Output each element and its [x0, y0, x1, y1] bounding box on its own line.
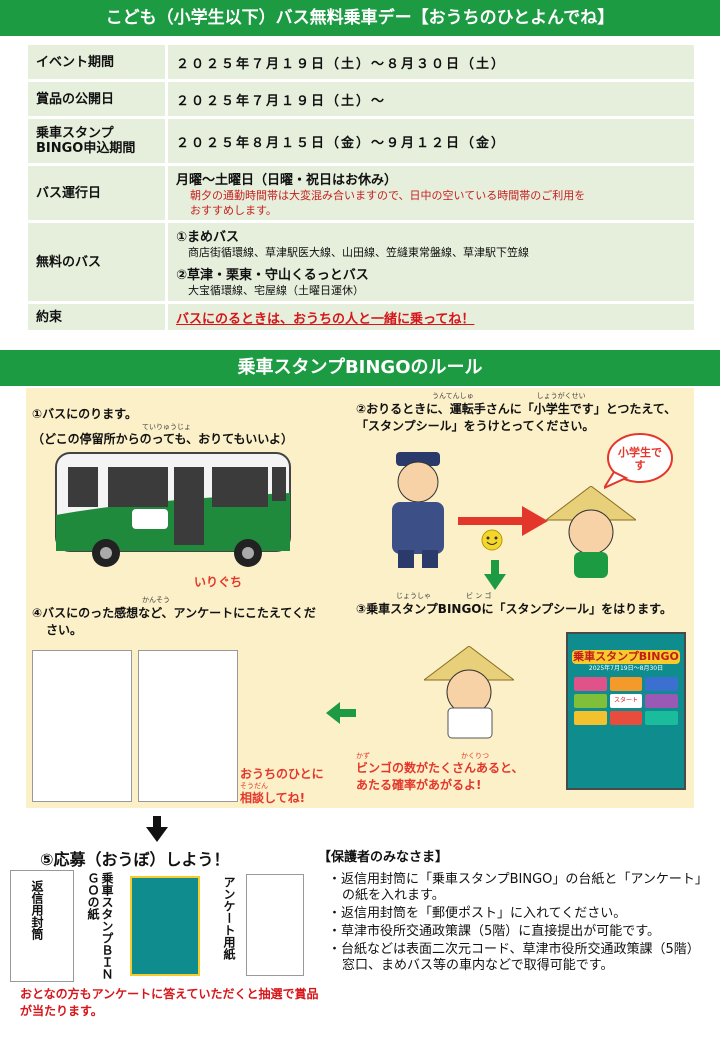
- step-1: ①バスにのります。 ていりゅうじょ （どこの停留所からのっても、おりてもいいよ）: [32, 407, 294, 446]
- free-bus-1-title: ①まめバス: [176, 230, 240, 245]
- child-mascot: [546, 486, 636, 578]
- table-row: 無料のバス ①まめバス 商店街循環線、草津駅医大線、山田線、笠縫東常盤線、草津駅…: [28, 223, 694, 301]
- step-3: じょうしゃ ビ ン ゴ ③乗車スタンプBINGOに「スタンプシール」をはります。: [356, 592, 672, 616]
- value-event: ２０２５年７月１９日（土）～８月３０日（土）: [176, 56, 507, 72]
- table-row: 約束 バスにのるときは、おうちの人と一緒に乗ってね！: [28, 304, 694, 330]
- table-row: バス運行日 月曜～土曜日（日曜・祝日はお休み） 朝夕の通勤時間帯は大変混み合いま…: [28, 166, 694, 220]
- bingo-card-date: 2025年7月19日～8月30日: [588, 665, 664, 672]
- bingo-start: スタート: [609, 694, 643, 708]
- smiley-icon: [481, 529, 503, 551]
- child-mascot: [424, 646, 514, 739]
- value-promise: バスにのるときは、おうちの人と一緒に乗ってね！: [176, 311, 475, 327]
- bingo-card-title: 乗車スタンプBINGO: [572, 650, 680, 664]
- bingo-sheet-label: 乗車スタンプＢＩＮＧＯの紙: [86, 872, 114, 980]
- bubble-text: 小学生です: [618, 446, 662, 472]
- envelope-label: 返信用封筒: [30, 880, 44, 940]
- arrow-right-icon: [458, 506, 548, 536]
- envelope-image: [10, 870, 74, 982]
- apply-title: ⑤応募（おうぼ）しよう！: [40, 850, 230, 869]
- adult-note: おとなの方もアンケートに答えていただくと抽選で賞品が当たります。: [20, 987, 319, 1018]
- bus-illustration: [55, 452, 291, 567]
- speech-bubble: [604, 433, 673, 490]
- bingo-caption: かず かくりつ ビンゴの数がたくさんあると、 あたる確率があがるよ!: [356, 752, 524, 792]
- label-free-bus: 無料のバス: [28, 223, 168, 301]
- step-2: うんてんしゅ しょうがくせい ②おりるときに、運転手さんに「小学生です」とつたえ…: [356, 392, 677, 433]
- info-table: イベント期間 ２０２５年７月１９日（土）～８月３０日（土） 賞品の公開日 ２０２…: [28, 42, 694, 333]
- survey-sheet-image: [138, 650, 238, 802]
- label-event: イベント期間: [28, 45, 168, 79]
- value-bus-day: 月曜～土曜日（日曜・祝日はお休み）: [176, 172, 398, 188]
- rules-panel: ①バスにのります。 ていりゅうじょ （どこの停留所からのっても、おりてもいいよ）…: [26, 388, 694, 808]
- consult-caption: おうちのひとに そうだん 相談してね!: [240, 767, 324, 805]
- arrow-down-icon: [146, 816, 168, 842]
- rules-title: 乗車スタンプBINGOのルール: [0, 350, 720, 386]
- bus-day-note: おすすめします。: [190, 203, 277, 217]
- survey-thumbnail: [246, 874, 304, 976]
- label-bus-day: バス運行日: [28, 166, 168, 220]
- entrance-label: いりぐち: [194, 575, 243, 589]
- table-row: 賞品の公開日 ２０２５年７月１９日（土）～: [28, 82, 694, 116]
- bingo-card-image: 乗車スタンプBINGO 2025年7月19日～8月30日 スタート: [566, 632, 686, 790]
- list-item: ・草津市役所交通政策課（5階）に直接提出が可能です。: [328, 924, 660, 939]
- survey-label: アンケート用紙: [222, 876, 236, 960]
- step-4: かんそう ④バスにのった感想など、アンケートにこたえてくだ さい。: [32, 596, 316, 637]
- page-title: こども（小学生以下）バス無料乗車デー【おうちのひとよんでね】: [0, 0, 720, 36]
- free-bus-2-title: ②草津・栗東・守山くるっとバス: [176, 268, 369, 283]
- driver-illustration: [392, 452, 444, 568]
- value-stamp: ２０２５年８月１５日（金）～９月１２日（金）: [176, 135, 507, 151]
- survey-sheet-image: [32, 650, 132, 802]
- arrow-down-icon: [484, 560, 506, 590]
- label-prize: 賞品の公開日: [28, 82, 168, 116]
- bingo-card-thumbnail: [130, 876, 200, 976]
- free-bus-1-routes: 商店街循環線、草津駅医大線、山田線、笠縫東常盤線、草津駅下笠線: [188, 246, 529, 259]
- value-prize: ２０２５年７月１９日（土）～: [176, 93, 387, 109]
- bus-day-note: 朝夕の通勤時間帯は大変混み合いますので、日中の空いている時間帯のご利用を: [190, 188, 586, 202]
- list-item: ・返信用封筒に「乗車スタンプBINGO」の台紙と「アンケート」の紙を入れます。: [328, 872, 708, 903]
- label-promise: 約束: [28, 304, 168, 330]
- arrow-left-icon: [326, 702, 356, 724]
- table-row: イベント期間 ２０２５年７月１９日（土）～８月３０日（土）: [28, 45, 694, 79]
- guardians-title: 【保護者のみなさま】: [318, 850, 449, 865]
- guardians-list: ・返信用封筒に「乗車スタンプBINGO」の台紙と「アンケート」の紙を入れます。 …: [328, 872, 708, 976]
- list-item: ・返信用封筒を「郵便ポスト」に入れてください。: [328, 906, 627, 921]
- list-item: ・台紙などは表面二次元コード、草津市役所交通政策課（5階）窓口、まめバス等の車内…: [328, 942, 700, 973]
- bingo-grid: スタート: [574, 677, 678, 725]
- free-bus-2-routes: 大宝循環線、宅屋線（土曜日運休）: [188, 284, 364, 297]
